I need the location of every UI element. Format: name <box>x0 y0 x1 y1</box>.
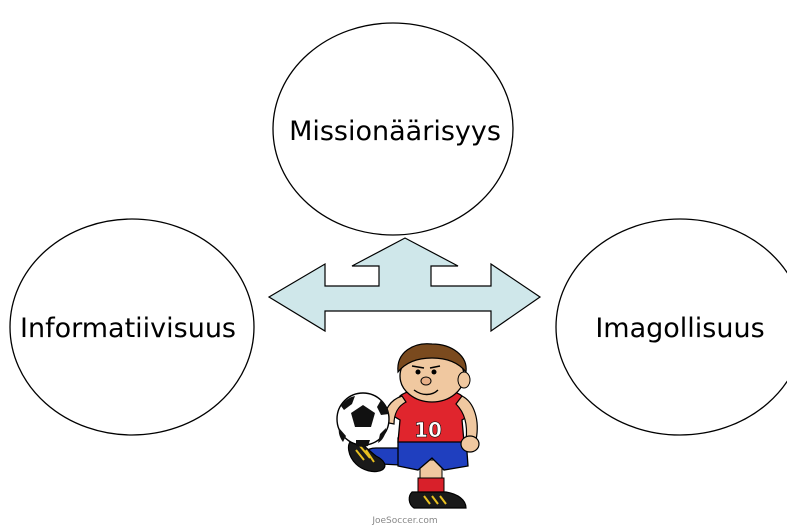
node-imagollisuus-ellipse <box>555 218 787 436</box>
shoe-stripe <box>355 445 375 463</box>
soccer-ball-icon <box>336 392 390 447</box>
player-standing-shoe-icon <box>408 491 467 509</box>
node-imagollisuus: Imagollisuus <box>555 218 787 436</box>
node-missionaarisyys-ellipse <box>272 22 514 236</box>
soccer-player-clipart: 10 JoeSoccer.com <box>336 343 480 525</box>
player-eye-right <box>431 369 437 375</box>
player-nose <box>420 376 432 386</box>
three-way-arrow-connector <box>267 237 542 333</box>
player-jersey-number: 10 <box>414 418 442 442</box>
node-informatiivisuus-label: Informatiivisuus <box>20 313 236 344</box>
player-eye-left <box>415 369 421 375</box>
player-brow <box>411 365 441 369</box>
clipart-credit: JoeSoccer.com <box>371 516 437 525</box>
standing-shoe-stripe <box>423 495 447 505</box>
node-informatiivisuus: Informatiivisuus <box>9 218 255 436</box>
node-informatiivisuus-ellipse <box>9 218 255 436</box>
player-sock <box>417 477 445 493</box>
player-mouth <box>413 389 439 396</box>
node-missionaarisyys-label: Missionäärisyys <box>289 116 501 147</box>
node-imagollisuus-label: Imagollisuus <box>595 313 764 344</box>
player-right-hand <box>460 435 480 453</box>
player-raised-shoe-icon <box>347 439 386 473</box>
node-missionaarisyys: Missionäärisyys <box>272 22 514 236</box>
player-ear <box>457 371 471 389</box>
